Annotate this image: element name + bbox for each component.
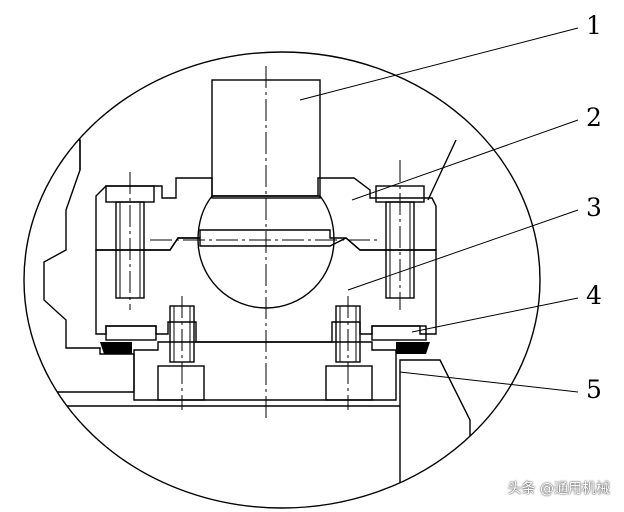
detail-view-boundary (23, 51, 541, 509)
watermark: 头条 @通用机械 (507, 481, 610, 497)
housing-section (24, 139, 135, 393)
right-support (399, 359, 471, 508)
left-bottom-bolt (157, 296, 205, 410)
leader-1 (299, 27, 579, 101)
seal-lip-right (396, 342, 430, 354)
seal-ring-left (105, 325, 157, 341)
callout-1: 1 (586, 11, 602, 40)
callout-2: 2 (586, 103, 602, 132)
right-top-bolt (375, 160, 425, 310)
leader-2 (351, 119, 579, 201)
leader-5 (399, 371, 579, 393)
leader-4 (411, 297, 579, 333)
callout-4: 4 (586, 281, 602, 310)
bottom-plate (133, 341, 397, 401)
seal-ring-right (371, 325, 427, 341)
callout-3: 3 (586, 193, 602, 222)
left-top-bolt (105, 172, 155, 310)
seal-lip-left (100, 342, 132, 354)
right-housing-edge (427, 139, 457, 201)
leader-3 (347, 209, 579, 291)
right-bottom-bolt (325, 296, 373, 410)
callout-5: 5 (586, 375, 602, 404)
